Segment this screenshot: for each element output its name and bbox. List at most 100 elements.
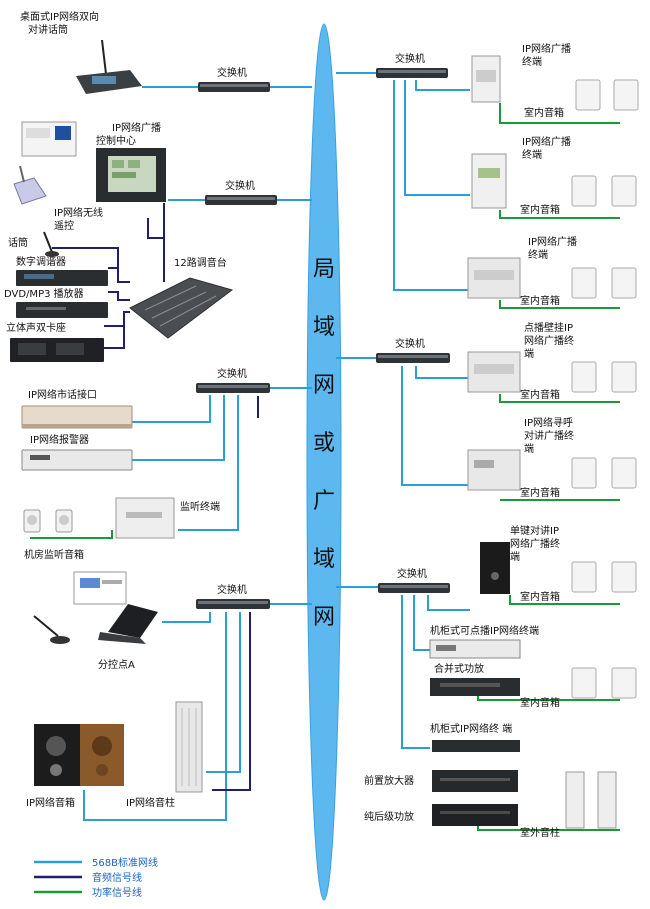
- combined-amplifier: 合并式功放: [430, 662, 520, 696]
- indoor-speaker-label: 室内音箱: [520, 294, 560, 307]
- control-center-label: 控制中心: [96, 134, 136, 147]
- terminal-label: IP网络广播: [522, 135, 571, 148]
- switch-label: 交换机: [217, 66, 247, 79]
- terminal-label: 终端: [522, 55, 542, 68]
- lan-wan-backbone: 局 域 网 或 广 域 网: [306, 23, 342, 901]
- indoor-speaker-label: 室内音箱: [520, 696, 560, 709]
- indoor-speaker-label: 室内音箱: [520, 590, 560, 603]
- ip-speaker-label: IP网络音箱: [26, 796, 75, 809]
- broadcast-terminal-4: 点播壁挂IP 网络广播终 端: [467, 321, 574, 393]
- mixing-console: 12路调音台: [129, 256, 234, 339]
- broadcast-terminal-2: IP网络广播 终端: [471, 135, 571, 209]
- wireless-remote-label: IP网络无线: [54, 206, 103, 219]
- broadcast-terminal-6: 单键对讲IP 网络广播终 端: [480, 524, 560, 594]
- rack-vod-terminal: 机柜式可点播IP网络终端: [429, 624, 539, 659]
- power-amplifier: 纯后级功放: [364, 804, 518, 826]
- terminal-label: IP网络广播: [528, 235, 577, 248]
- backbone-char: 网: [313, 605, 335, 630]
- backbone-char: 或: [313, 431, 335, 456]
- desk-mic-label: 桌面式IP网络双向: [20, 10, 99, 23]
- tape-label: 立体声双卡座: [6, 321, 66, 334]
- substation-laptop: 分控点A: [33, 571, 158, 671]
- terminal-label: 端: [524, 347, 534, 360]
- tuner-label: 数字调谐器: [16, 255, 66, 268]
- broadcast-terminal-5: IP网络寻呼 对讲广播终 端: [467, 416, 574, 491]
- switch-right-3: 交换机: [378, 567, 450, 593]
- preamplifier: 前置放大器: [364, 770, 518, 792]
- legend-label: 功率信号线: [92, 886, 142, 899]
- indoor-speaker-label: 室内音箱: [520, 486, 560, 499]
- mixer-label: 12路调音台: [174, 256, 227, 269]
- terminal-label: 端: [510, 550, 520, 563]
- switch-left-3: 交换机: [196, 367, 270, 393]
- indoor-speakers-2: 室内音箱: [520, 175, 637, 216]
- switch-label: 交换机: [395, 52, 425, 65]
- indoor-speaker-label: 室内音箱: [520, 203, 560, 216]
- monitor-speakers: 机房监听音箱: [23, 509, 84, 561]
- substation-label: 分控点A: [98, 658, 135, 671]
- switch-right-2: 交换机: [376, 337, 450, 363]
- terminal-label: 终端: [522, 148, 542, 161]
- terminal-label: IP网络广播: [522, 42, 571, 55]
- dvd-mp3-player: DVD/MP3 播放器: [4, 287, 108, 318]
- broadcast-terminal-3: IP网络广播 终端: [467, 235, 577, 299]
- ip-column-label: IP网络音柱: [126, 796, 175, 809]
- legend-label: 音频信号线: [92, 871, 142, 884]
- phone-interface: IP网络市话接口: [21, 388, 133, 429]
- indoor-speakers-1: 室内音箱: [524, 79, 639, 119]
- monitor-terminal: 监听终端: [115, 497, 220, 539]
- backbone-char: 网: [313, 373, 335, 398]
- rack-ip-terminal: 机柜式IP网络终 端: [430, 722, 520, 752]
- legend-label: 568B标准网线: [92, 856, 158, 869]
- monitor-speakers-label: 机房监听音箱: [24, 548, 84, 561]
- terminal-label: 端: [524, 442, 534, 455]
- digital-tuner: 数字调谐器: [16, 255, 108, 286]
- backbone-char: 局: [313, 257, 335, 282]
- broadcast-control-center: IP网络广播 控制中心: [21, 121, 166, 202]
- switch-label: 交换机: [225, 179, 255, 192]
- alarm-label: IP网络报警器: [30, 433, 89, 446]
- monitor-terminal-label: 监听终端: [180, 500, 220, 513]
- wireless-remote: IP网络无线 遥控: [13, 165, 103, 232]
- terminal-label: IP网络寻呼: [524, 416, 573, 429]
- switch-label: 交换机: [395, 337, 425, 350]
- switch-left-4: 交换机: [196, 583, 270, 609]
- legend-item-network: 568B标准网线: [34, 856, 158, 869]
- switch-label: 交换机: [217, 583, 247, 596]
- indoor-speakers-3: 室内音箱: [520, 267, 637, 307]
- phone-interface-label: IP网络市话接口: [28, 388, 97, 401]
- power-amp-label: 纯后级功放: [364, 810, 414, 823]
- outdoor-column-speakers: 室外音柱: [520, 771, 617, 839]
- backbone-char: 广: [313, 489, 335, 514]
- rack-terminal-label: 机柜式IP网络终 端: [430, 722, 512, 735]
- switch-left-1: 交换机: [198, 66, 270, 92]
- switch-left-2: 交换机: [205, 179, 277, 205]
- combined-amp-label: 合并式功放: [434, 662, 484, 675]
- terminal-label: 网络广播终: [524, 334, 574, 347]
- preamp-label: 前置放大器: [364, 774, 414, 787]
- indoor-speakers-7: 室内音箱: [520, 667, 637, 709]
- outdoor-column-label: 室外音柱: [520, 826, 560, 839]
- stereo-cassette-deck: 立体声双卡座: [6, 321, 104, 362]
- ip-column-speaker: IP网络音柱: [126, 701, 203, 809]
- indoor-speakers-6: 室内音箱: [520, 561, 637, 603]
- legend: 568B标准网线 音频信号线 功率信号线: [34, 856, 158, 899]
- switch-label: 交换机: [397, 567, 427, 580]
- indoor-speakers-4: 室内音箱: [520, 361, 637, 401]
- terminal-label: 对讲广播终: [524, 429, 574, 442]
- switch-label: 交换机: [217, 367, 247, 380]
- dvd-label: DVD/MP3 播放器: [4, 287, 84, 300]
- switch-right-1: 交换机: [376, 52, 448, 78]
- broadcast-terminal-1: IP网络广播 终端: [471, 42, 571, 103]
- rack-vod-label: 机柜式可点播IP网络终端: [430, 624, 539, 637]
- terminal-label: 单键对讲IP: [510, 524, 559, 537]
- indoor-speaker-label: 室内音箱: [524, 106, 564, 119]
- backbone-char: 域: [313, 547, 335, 572]
- indoor-speaker-label: 室内音箱: [520, 388, 560, 401]
- legend-item-power: 功率信号线: [34, 886, 142, 899]
- legend-item-audio: 音频信号线: [34, 871, 142, 884]
- terminal-label: 网络广播终: [510, 537, 560, 550]
- microphone: 话筒: [8, 231, 59, 257]
- desk-mic-label: 对讲话筒: [28, 23, 68, 36]
